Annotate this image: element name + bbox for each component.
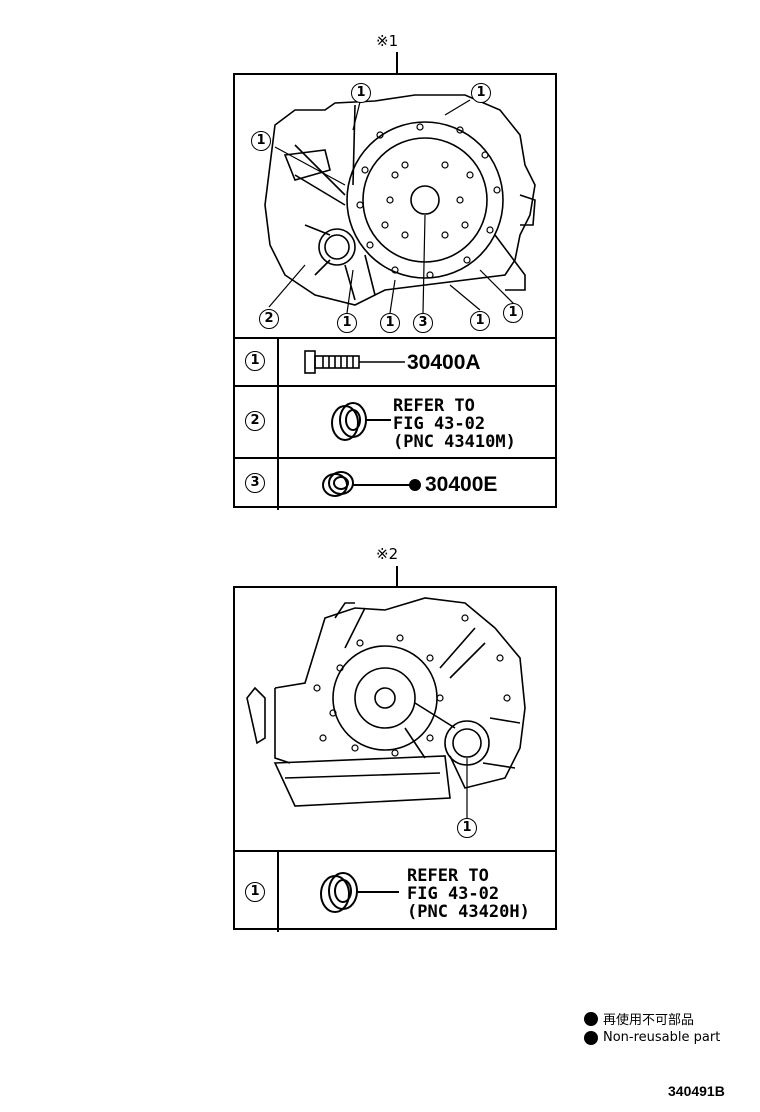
legend-en: Non-reusable part [584,1030,720,1045]
refer-line-2: FIG 43-02 [407,884,500,904]
legend-en-text: Non-reusable part [603,1030,721,1045]
part-code-30400E: 30400E [425,473,498,496]
parts-row-1: 1 30400A [235,337,555,387]
part-number-badge: 2 [245,411,265,431]
oil-seal-icon [331,402,391,441]
callout-1: 1 [471,83,491,103]
callout-1: 1 [470,311,490,331]
parts-row-3: 3 30400E [235,457,555,510]
transaxle-case-drawing [264,94,536,314]
callout-1: 1 [351,83,371,103]
part-number-badge: 3 [245,473,265,493]
transaxle-assembly-drawing [246,597,526,818]
refer-line-1: REFER TO [393,396,475,416]
refer-line-1: REFER TO [407,866,489,886]
non-reusable-dot-icon [409,479,421,491]
callout-1: 1 [337,313,357,333]
callout-1: 1 [503,303,523,323]
diagram1-panel: 1 1 1 1 2 1 1 3 1 1 1 30400A 2 R [233,73,557,510]
legend-jp: 再使用不可部品 [584,1009,694,1028]
refer-line-3: (PNC 43410M) [393,432,516,452]
figure-id: 340491B [668,1083,725,1099]
parts-row-2: 2 REFER TO FIG 43-02 (PNC 43410M) [235,385,555,459]
part-number-badge: 1 [245,882,265,902]
non-reusable-dot-icon [584,1030,598,1045]
bolt-icon [304,350,405,374]
callout-2: 2 [259,309,279,329]
callout-1: 1 [457,818,477,838]
callout-1: 1 [380,313,400,333]
oil-seal-icon [320,872,399,913]
callout-3: 3 [413,313,433,333]
seal-ring-icon [322,471,421,497]
callout-1: 1 [251,131,271,151]
diagram2-panel: 1 1 REFER TO FIG 43-02 (PNC 43420H) [233,586,557,932]
parts-row-1: 1 REFER TO FIG 43-02 (PNC 43420H) [235,850,555,932]
part-code-30400A: 30400A [407,351,481,374]
legend-jp-text: 再使用不可部品 [603,1013,695,1028]
diagram2-marker: ※2 [376,545,399,563]
refer-line-2: FIG 43-02 [393,414,486,434]
diagram1-marker: ※1 [376,32,399,50]
non-reusable-dot-icon [584,1011,598,1026]
part-number-badge: 1 [245,351,265,371]
refer-line-3: (PNC 43420H) [407,902,530,922]
